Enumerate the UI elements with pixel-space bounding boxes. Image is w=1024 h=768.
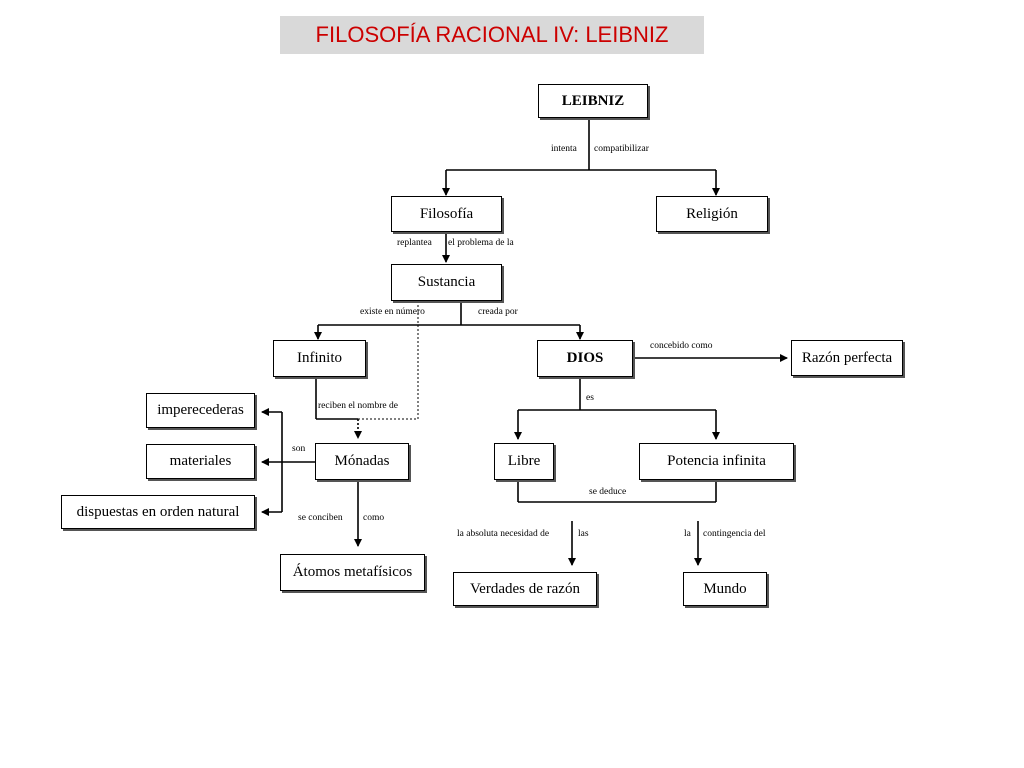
- label-absoluta: la absoluta necesidad de: [457, 529, 550, 539]
- label-existe: existe en número: [360, 307, 425, 317]
- label-contingencia: contingencia del: [703, 529, 766, 539]
- node-mundo: Mundo: [683, 572, 767, 606]
- node-leibniz: LEIBNIZ: [538, 84, 648, 118]
- node-infinito: Infinito: [273, 340, 366, 377]
- node-sustancia: Sustancia: [391, 264, 502, 301]
- label-compatibilizar: compatibilizar: [594, 144, 649, 154]
- node-atomos-metafisicos: Átomos metafísicos: [280, 554, 425, 591]
- node-materiales: materiales: [146, 444, 255, 479]
- node-religion: Religión: [656, 196, 768, 232]
- label-las: las: [578, 529, 589, 539]
- label-reciben: reciben el nombre de: [318, 401, 398, 411]
- node-dios: DIOS: [537, 340, 633, 377]
- node-filosofia: Filosofía: [391, 196, 502, 232]
- label-concebido: concebido como: [650, 341, 713, 351]
- label-replantea: replantea: [397, 238, 432, 248]
- label-son: son: [292, 444, 306, 454]
- node-razon-perfecta: Razón perfecta: [791, 340, 903, 376]
- label-como: como: [363, 513, 385, 523]
- label-se-deduce: se deduce: [589, 487, 627, 497]
- label-es: es: [586, 393, 594, 403]
- node-monadas: Mónadas: [315, 443, 409, 480]
- node-imperecederas: imperecederas: [146, 393, 255, 428]
- page-title: FILOSOFÍA RACIONAL IV: LEIBNIZ: [280, 16, 704, 54]
- label-creada: creada por: [478, 307, 518, 317]
- label-el-problema: el problema de la: [448, 238, 514, 248]
- node-libre: Libre: [494, 443, 554, 480]
- label-intenta: intenta: [551, 144, 577, 154]
- node-potencia-infinita: Potencia infinita: [639, 443, 794, 480]
- label-la: la: [684, 529, 691, 539]
- node-dispuestas: dispuestas en orden natural: [61, 495, 255, 529]
- label-se-conciben: se conciben: [298, 513, 343, 523]
- node-verdades-de-razon: Verdades de razón: [453, 572, 597, 606]
